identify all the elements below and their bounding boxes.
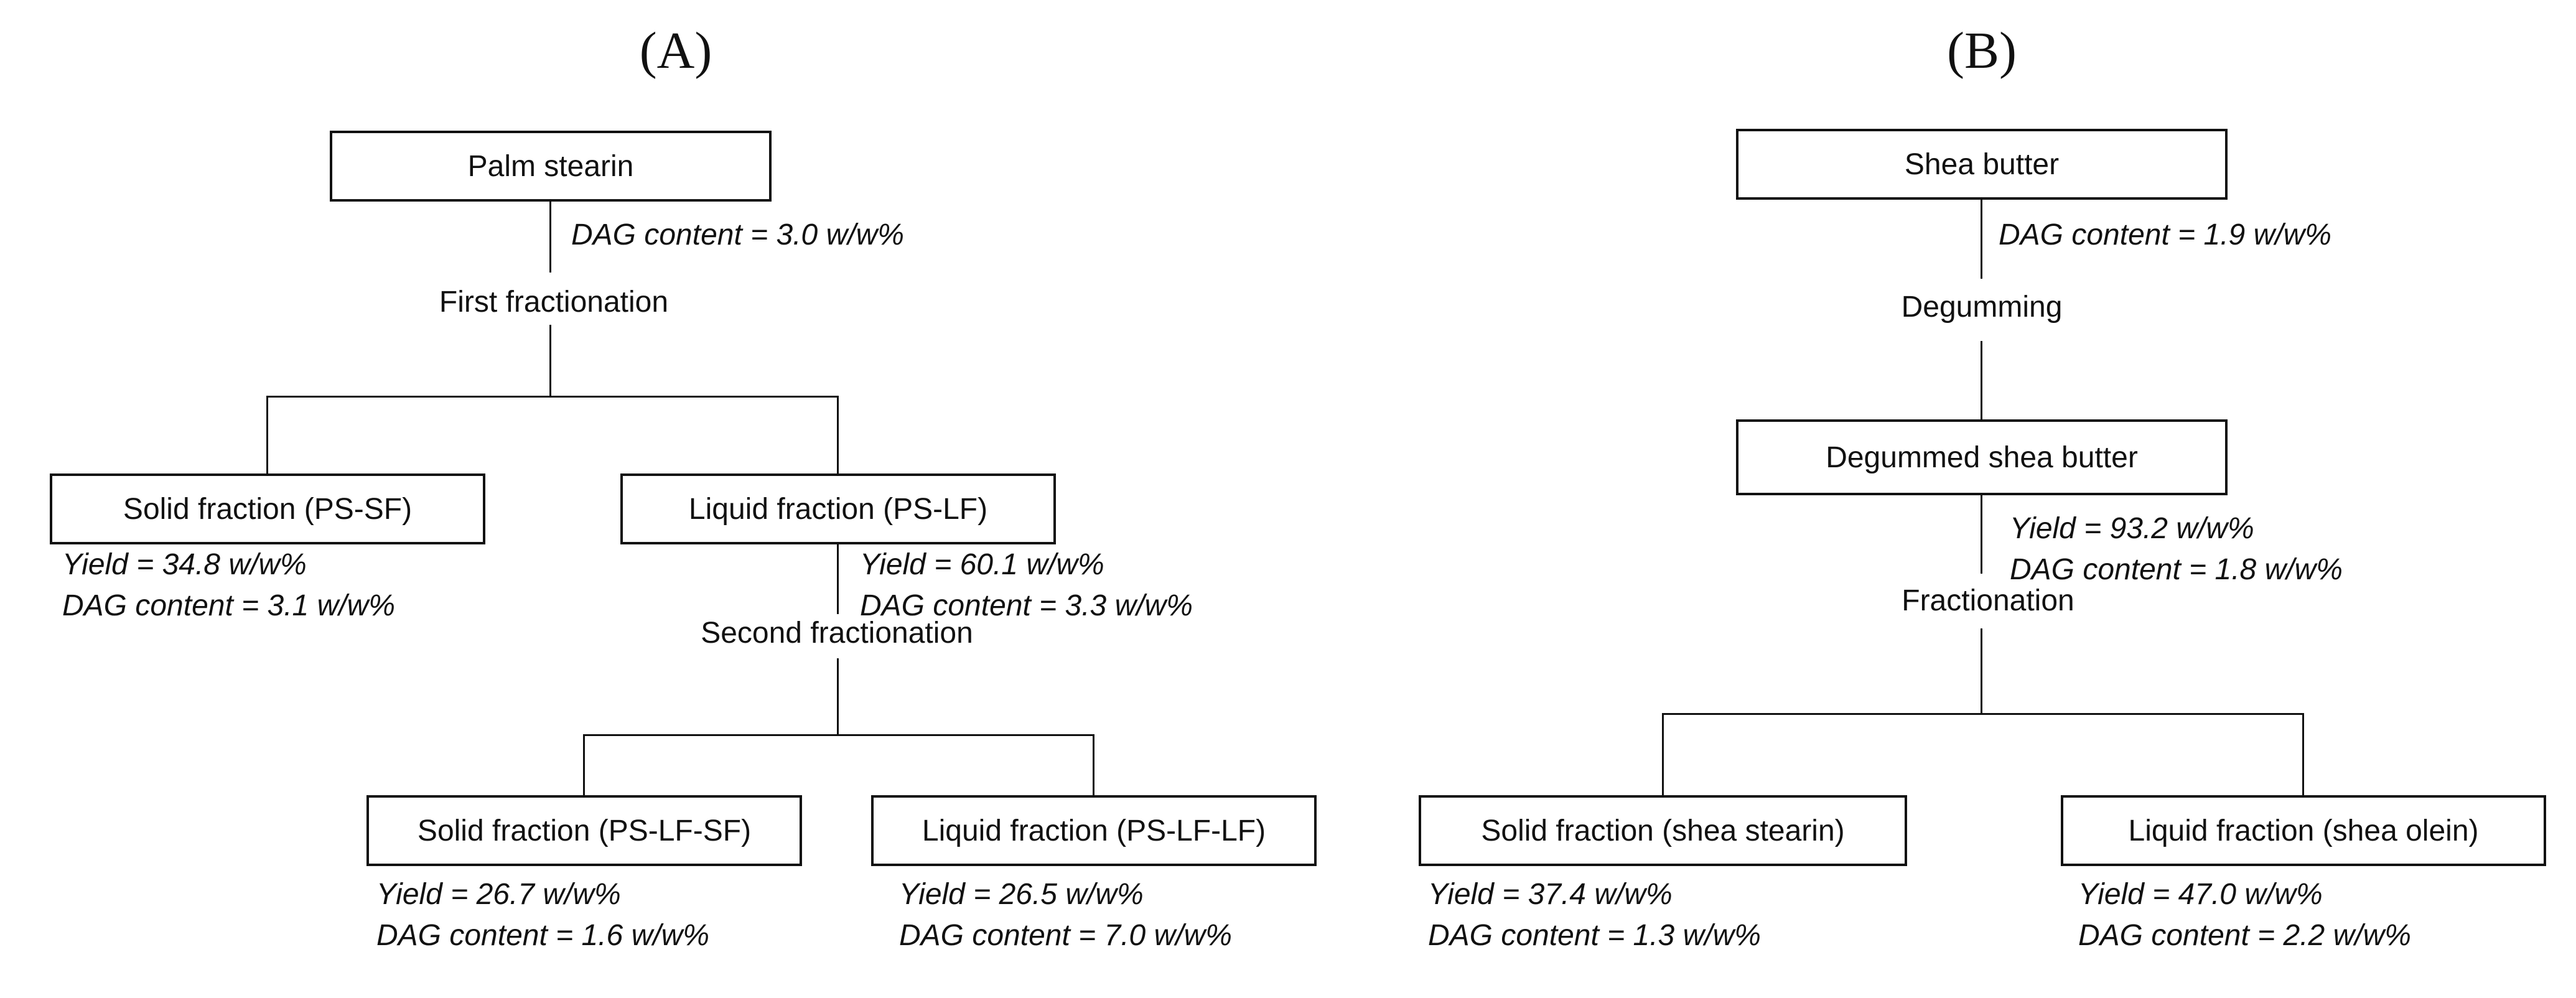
node-solid-fraction-ps-sf: Solid fraction (PS-SF) [50,473,485,544]
node-liquid-fraction-ps-lf-lf: Liquid fraction (PS-LF-LF) [871,795,1317,866]
node-palm-stearin-label: Palm stearin [467,149,634,183]
annotation-shea-olein-yield: Yield = 47.0 w/w% [2078,878,2323,911]
node-solid-fraction-ps-lf-sf: Solid fraction (PS-LF-SF) [366,795,802,866]
node-liquid-fraction-ps-lf-lf-label: Liquid fraction (PS-LF-LF) [922,814,1266,847]
connector-b-root-stem [1981,200,1982,279]
connector-a-stem-3 [837,658,839,734]
node-liquid-fraction-shea-olein: Liquid fraction (shea olein) [2061,795,2546,866]
connector-b-drop-right [2302,713,2304,795]
connector-a-split-2 [583,734,1094,736]
process-label-degumming: Degumming [1901,291,2063,324]
connector-a-split-1 [266,396,839,398]
annotation-shea-stearin-yield: Yield = 37.4 w/w% [1428,878,1673,911]
connector-a-drop-right-1 [837,396,839,473]
node-solid-fraction-ps-sf-label: Solid fraction (PS-SF) [123,492,413,526]
connector-a-drop-right-2 [1093,734,1094,795]
annotation-degummed-yield: Yield = 93.2 w/w% [2010,512,2254,545]
node-solid-fraction-ps-lf-sf-label: Solid fraction (PS-LF-SF) [417,814,752,847]
annotation-ps-lf-lf-yield: Yield = 26.5 w/w% [899,878,1144,911]
annotation-ps-lf-sf-dag: DAG content = 1.6 w/w% [376,919,709,952]
annotation-a-root-dag: DAG content = 3.0 w/w% [571,218,904,251]
connector-b-split [1662,713,2304,715]
connector-a-drop-left-2 [583,734,585,795]
annotation-ps-lf-lf-dag: DAG content = 7.0 w/w% [899,919,1232,952]
annotation-ps-lf-yield: Yield = 60.1 w/w% [860,548,1104,581]
connector-a-root-stem [549,202,551,273]
connector-b-stem-2 [1981,341,1982,419]
annotation-ps-sf-dag: DAG content = 3.1 w/w% [62,589,395,622]
node-degummed-shea-butter-label: Degummed shea butter [1826,441,2138,474]
annotation-b-root-dag: DAG content = 1.9 w/w% [1999,218,2331,251]
node-liquid-fraction-ps-lf: Liquid fraction (PS-LF) [620,473,1056,544]
annotation-ps-sf-yield: Yield = 34.8 w/w% [62,548,307,581]
node-degummed-shea-butter: Degummed shea butter [1736,419,2228,495]
process-label-fractionation: Fractionation [1902,584,2074,617]
node-palm-stearin: Palm stearin [330,131,772,202]
connector-a-liquid1-stem [837,544,839,614]
annotation-shea-olein-dag: DAG content = 2.2 w/w% [2078,919,2411,952]
annotation-ps-lf-dag: DAG content = 3.3 w/w% [860,589,1193,622]
annotation-shea-stearin-dag: DAG content = 1.3 w/w% [1428,919,1761,952]
process-label-first-fractionation: First fractionation [439,286,669,319]
connector-a-drop-left-1 [266,396,268,473]
connector-a-stem-2 [549,325,551,396]
node-shea-butter-label: Shea butter [1904,147,2060,181]
node-liquid-fraction-ps-lf-label: Liquid fraction (PS-LF) [688,492,988,526]
process-label-second-fractionation: Second fractionation [701,617,973,650]
connector-b-drop-left [1662,713,1664,795]
node-liquid-fraction-shea-olein-label: Liquid fraction (shea olein) [2128,814,2479,847]
node-solid-fraction-shea-stearin-label: Solid fraction (shea stearin) [1481,814,1845,847]
connector-b-stem-3 [1981,495,1982,574]
node-solid-fraction-shea-stearin: Solid fraction (shea stearin) [1419,795,1907,866]
annotation-degummed-dag: DAG content = 1.8 w/w% [2010,553,2343,586]
annotation-ps-lf-sf-yield: Yield = 26.7 w/w% [376,878,621,911]
node-shea-butter: Shea butter [1736,129,2228,200]
panel-b-title: (B) [1947,22,2017,80]
connector-b-stem-4 [1981,628,1982,713]
panel-a-title: (A) [639,22,712,80]
